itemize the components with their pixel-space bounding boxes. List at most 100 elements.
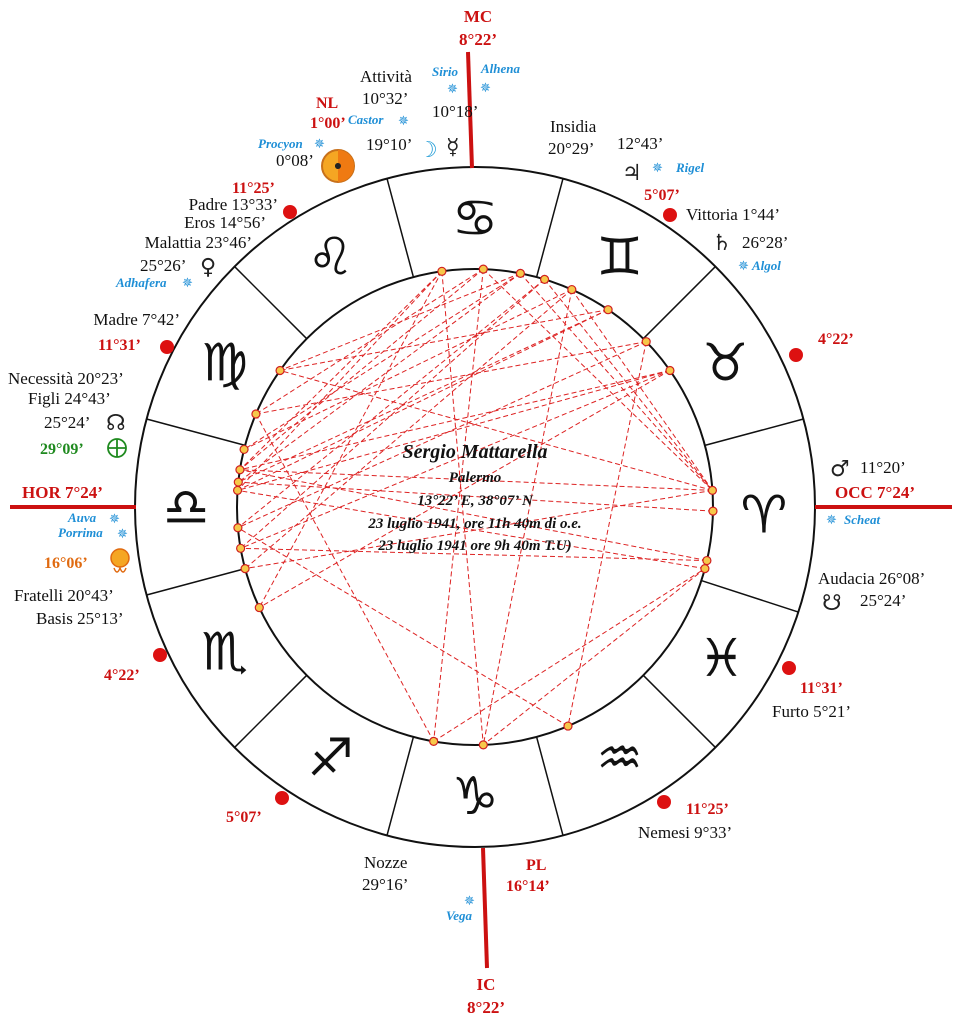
aspect-point [240, 563, 250, 574]
aspect-line [237, 370, 671, 491]
aspect-point [239, 444, 249, 455]
mc-ic-axis-bottom [481, 847, 489, 969]
zodiac-sign-glyph: ♈ [741, 486, 788, 546]
aspect-point [235, 465, 245, 475]
sign-divider [146, 567, 246, 596]
part-of-fortune-icon [107, 438, 127, 458]
aspect-line [240, 370, 671, 549]
cusp-label: 11°25’ [686, 801, 729, 818]
saturn-icon: ♄ [712, 231, 732, 256]
aspect-point [567, 284, 577, 295]
sign-divider [642, 266, 716, 340]
star-icon: ✵ [398, 114, 409, 129]
aspect-line [279, 370, 713, 491]
aspect-line [239, 270, 443, 471]
pl-degree: 16°14’ [506, 878, 550, 895]
aspect-point [515, 268, 526, 278]
aspect-line [441, 271, 484, 745]
algol-label: Algol [751, 258, 781, 273]
zodiac-sign-glyph: ♉ [702, 334, 749, 394]
ic-degree: 8°22’ [467, 998, 505, 1017]
cusp-label: 11°25’ [232, 180, 275, 197]
aspect-line [240, 279, 545, 549]
aspect-line [237, 527, 569, 727]
aspect-point [478, 264, 488, 274]
aspect-line [433, 568, 706, 742]
birth-place: Palermo [449, 470, 502, 486]
sign-divider [386, 178, 415, 278]
aspect-line [433, 269, 484, 742]
sign-divider [535, 178, 564, 278]
lilith-degree: 16°06’ [44, 555, 88, 572]
moon-icon: ☽ [418, 138, 438, 163]
aspect-line [482, 568, 706, 746]
snode-degree: 25°24’ [860, 591, 906, 610]
nl-label: NL [316, 95, 338, 112]
aspect-line [238, 309, 609, 483]
aspect-line [544, 279, 713, 491]
aspect-line [239, 469, 707, 562]
nozze-label: Nozze [364, 853, 407, 872]
aspect-line [238, 481, 713, 512]
aspect-point [478, 740, 488, 750]
castor-label: Castor [348, 112, 384, 127]
aspect-point [563, 721, 573, 731]
star-icon: ✵ [480, 81, 491, 96]
vega-label: Vega [446, 908, 473, 923]
fortune-degree: 29°09’ [40, 441, 84, 458]
jupiter-degree: 12°43’ [617, 134, 663, 153]
procyon-label: Procyon [258, 136, 303, 151]
mercury-degree: 10°18’ [432, 102, 478, 121]
zodiac-sign-glyph: ♊ [596, 228, 643, 288]
aspect-line [237, 270, 443, 491]
star-icon: ✵ [117, 527, 128, 542]
auva-label: Auva [67, 510, 97, 525]
aspect-point [539, 274, 550, 284]
star-icon: ✵ [447, 82, 458, 97]
aspect-point [702, 555, 712, 566]
occ-label: OCC 7°24’ [835, 483, 915, 502]
mc-degree: 8°22’ [459, 30, 497, 49]
sign-divider [535, 736, 564, 836]
star-icon: ✵ [738, 259, 749, 274]
venus-icon: ♀ [200, 255, 216, 280]
insidia-degree: 20°29’ [548, 139, 594, 158]
aspect-lines [232, 264, 718, 750]
star-icon: ✵ [464, 894, 475, 909]
aspect-line [255, 413, 435, 742]
sign-divider [704, 418, 804, 447]
sign-divider [234, 266, 308, 340]
vittoria-label: Vittoria 1°44’ [686, 205, 780, 224]
aspect-line [279, 272, 521, 371]
sun-degree: 0°08’ [276, 151, 314, 170]
aspect-point [708, 506, 718, 516]
aspect-point [707, 485, 718, 495]
aspect-point [700, 563, 710, 574]
aspect-point [251, 409, 261, 419]
cusp-label: 11°31’ [98, 337, 141, 354]
aspect-line [237, 341, 647, 529]
aspect-line [237, 309, 609, 491]
aspect-point [275, 365, 285, 376]
cusp-dot [657, 795, 671, 809]
cusp-dot [160, 340, 174, 354]
zodiac-sign-glyph: ♐ [307, 728, 354, 788]
mc-label: MC [464, 7, 492, 26]
mars-icon: ♂ [830, 457, 850, 482]
star-icon: ✵ [182, 276, 193, 291]
moon-degree: 19°10’ [366, 135, 412, 154]
sirio-label: Sirio [432, 64, 459, 79]
sign-divider [642, 674, 716, 748]
aspect-line [259, 370, 671, 609]
attivita-degree: 10°32’ [362, 89, 408, 108]
fratelli-label: Fratelli 20°43’ [14, 586, 114, 605]
star-icon: ✵ [826, 513, 837, 528]
aspect-point [233, 477, 243, 487]
birth-ut-time: 23 luglio 1941 ore 9h 40m T.U) [377, 538, 571, 554]
aspect-line [239, 268, 484, 471]
aspect-line [520, 273, 713, 491]
aspect-point [437, 266, 447, 276]
nemesi-label: Nemesi 9°33’ [638, 823, 732, 842]
aspect-line [237, 489, 705, 570]
aspect-line [482, 268, 713, 491]
